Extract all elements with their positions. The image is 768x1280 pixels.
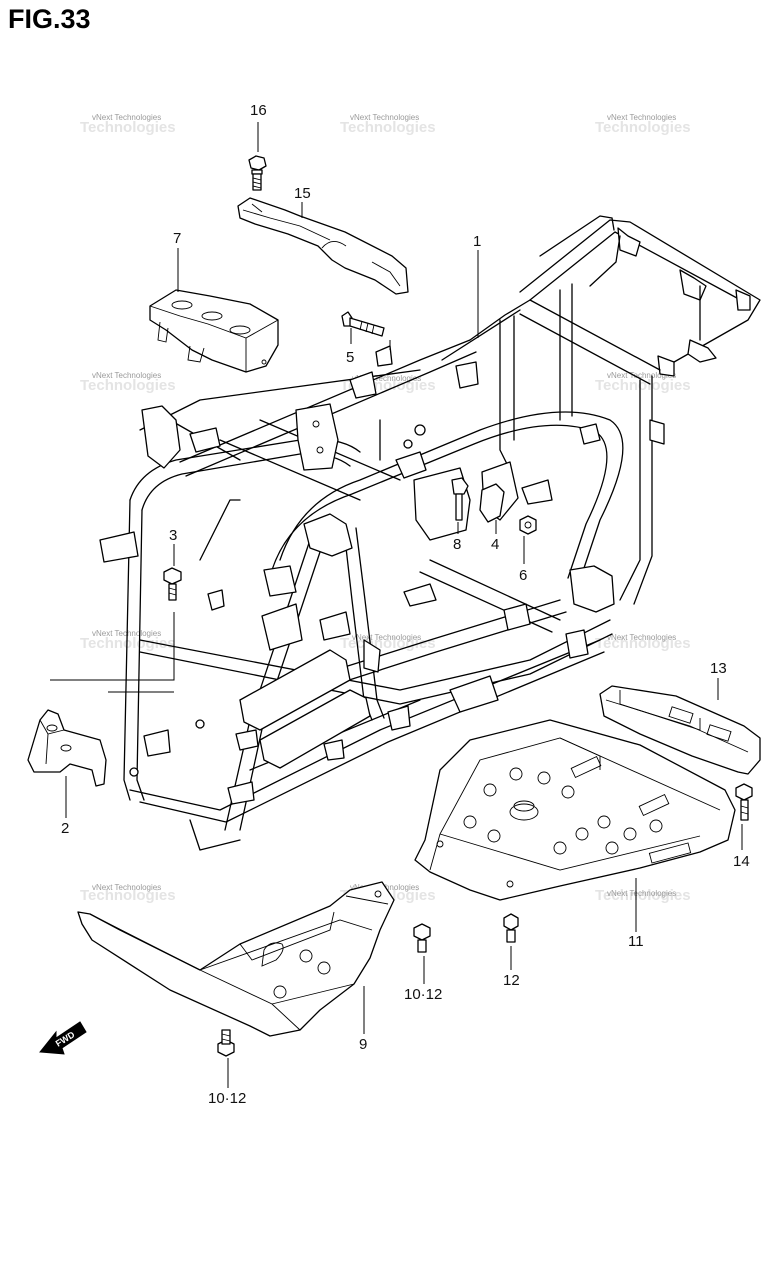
part-12-bolt <box>503 913 519 943</box>
svg-text:vNext Technologies: vNext Technologies <box>92 113 161 122</box>
svg-text:Technologies: Technologies <box>80 635 176 652</box>
part-14-bolt <box>735 783 753 821</box>
svg-text:Technologies: Technologies <box>80 887 176 904</box>
callout-13: 13 <box>710 660 727 677</box>
part-11-skidplate <box>414 719 736 901</box>
callout-8: 8 <box>453 536 461 553</box>
part-8-bolt <box>451 477 469 521</box>
callout-10-12-lower: 10·12 <box>208 1090 246 1107</box>
part-7-bracket <box>149 289 279 373</box>
callout-10-12-upper: 10·12 <box>404 986 442 1003</box>
callout-12: 12 <box>503 972 520 989</box>
part-10-12-bolt-upper <box>413 923 431 953</box>
svg-text:vNext Technologies: vNext Technologies <box>607 371 676 380</box>
svg-text:vNext Technologies: vNext Technologies <box>607 633 676 642</box>
figure-title: FIG.33 <box>8 4 91 34</box>
svg-text:vNext Technologies: vNext Technologies <box>92 371 161 380</box>
svg-text:Technologies: Technologies <box>80 119 176 136</box>
svg-text:Technologies: Technologies <box>595 635 691 652</box>
svg-text:vNext Technologies: vNext Technologies <box>350 113 419 122</box>
callout-1: 1 <box>473 233 481 250</box>
part-9-skidplate <box>77 881 395 1037</box>
part-1-frame <box>99 215 761 851</box>
svg-text:vNext Technologies: vNext Technologies <box>352 633 421 642</box>
callouts: 16 15 7 1 5 3 8 4 6 2 13 14 11 12 10·12 … <box>61 102 750 1107</box>
part-10-12-bolt-lower <box>217 1029 235 1057</box>
callout-3: 3 <box>169 527 177 544</box>
part-3-bolt <box>163 567 182 601</box>
svg-text:vNext Technologies: vNext Technologies <box>352 374 421 383</box>
svg-text:vNext Technologies: vNext Technologies <box>607 113 676 122</box>
callout-16: 16 <box>250 102 267 119</box>
fwd-arrow-icon: FWD <box>39 1021 87 1055</box>
leader-lines <box>50 122 743 1088</box>
svg-text:Technologies: Technologies <box>595 377 691 394</box>
callout-9: 9 <box>359 1036 367 1053</box>
part-13-skidplate <box>599 685 761 775</box>
part-16-bolt <box>248 155 267 191</box>
part-4-bracket <box>479 483 505 523</box>
svg-text:Technologies: Technologies <box>340 119 436 136</box>
part-5-bolt <box>341 311 385 337</box>
callout-14: 14 <box>733 853 750 870</box>
svg-text:Technologies: Technologies <box>595 887 691 904</box>
callout-4: 4 <box>491 536 499 553</box>
svg-text:Technologies: Technologies <box>595 119 691 136</box>
callout-7: 7 <box>173 230 181 247</box>
callout-5: 5 <box>346 349 354 366</box>
part-15-cover <box>237 197 409 295</box>
part-2-bracket <box>27 709 107 787</box>
part-6-nut <box>519 515 537 535</box>
callout-15: 15 <box>294 185 311 202</box>
svg-text:Technologies: Technologies <box>80 377 176 394</box>
callout-6: 6 <box>519 567 527 584</box>
callout-11: 11 <box>628 933 644 950</box>
svg-text:vNext Technologies: vNext Technologies <box>92 883 161 892</box>
svg-text:vNext Technologies: vNext Technologies <box>607 889 676 898</box>
callout-2: 2 <box>61 820 69 837</box>
